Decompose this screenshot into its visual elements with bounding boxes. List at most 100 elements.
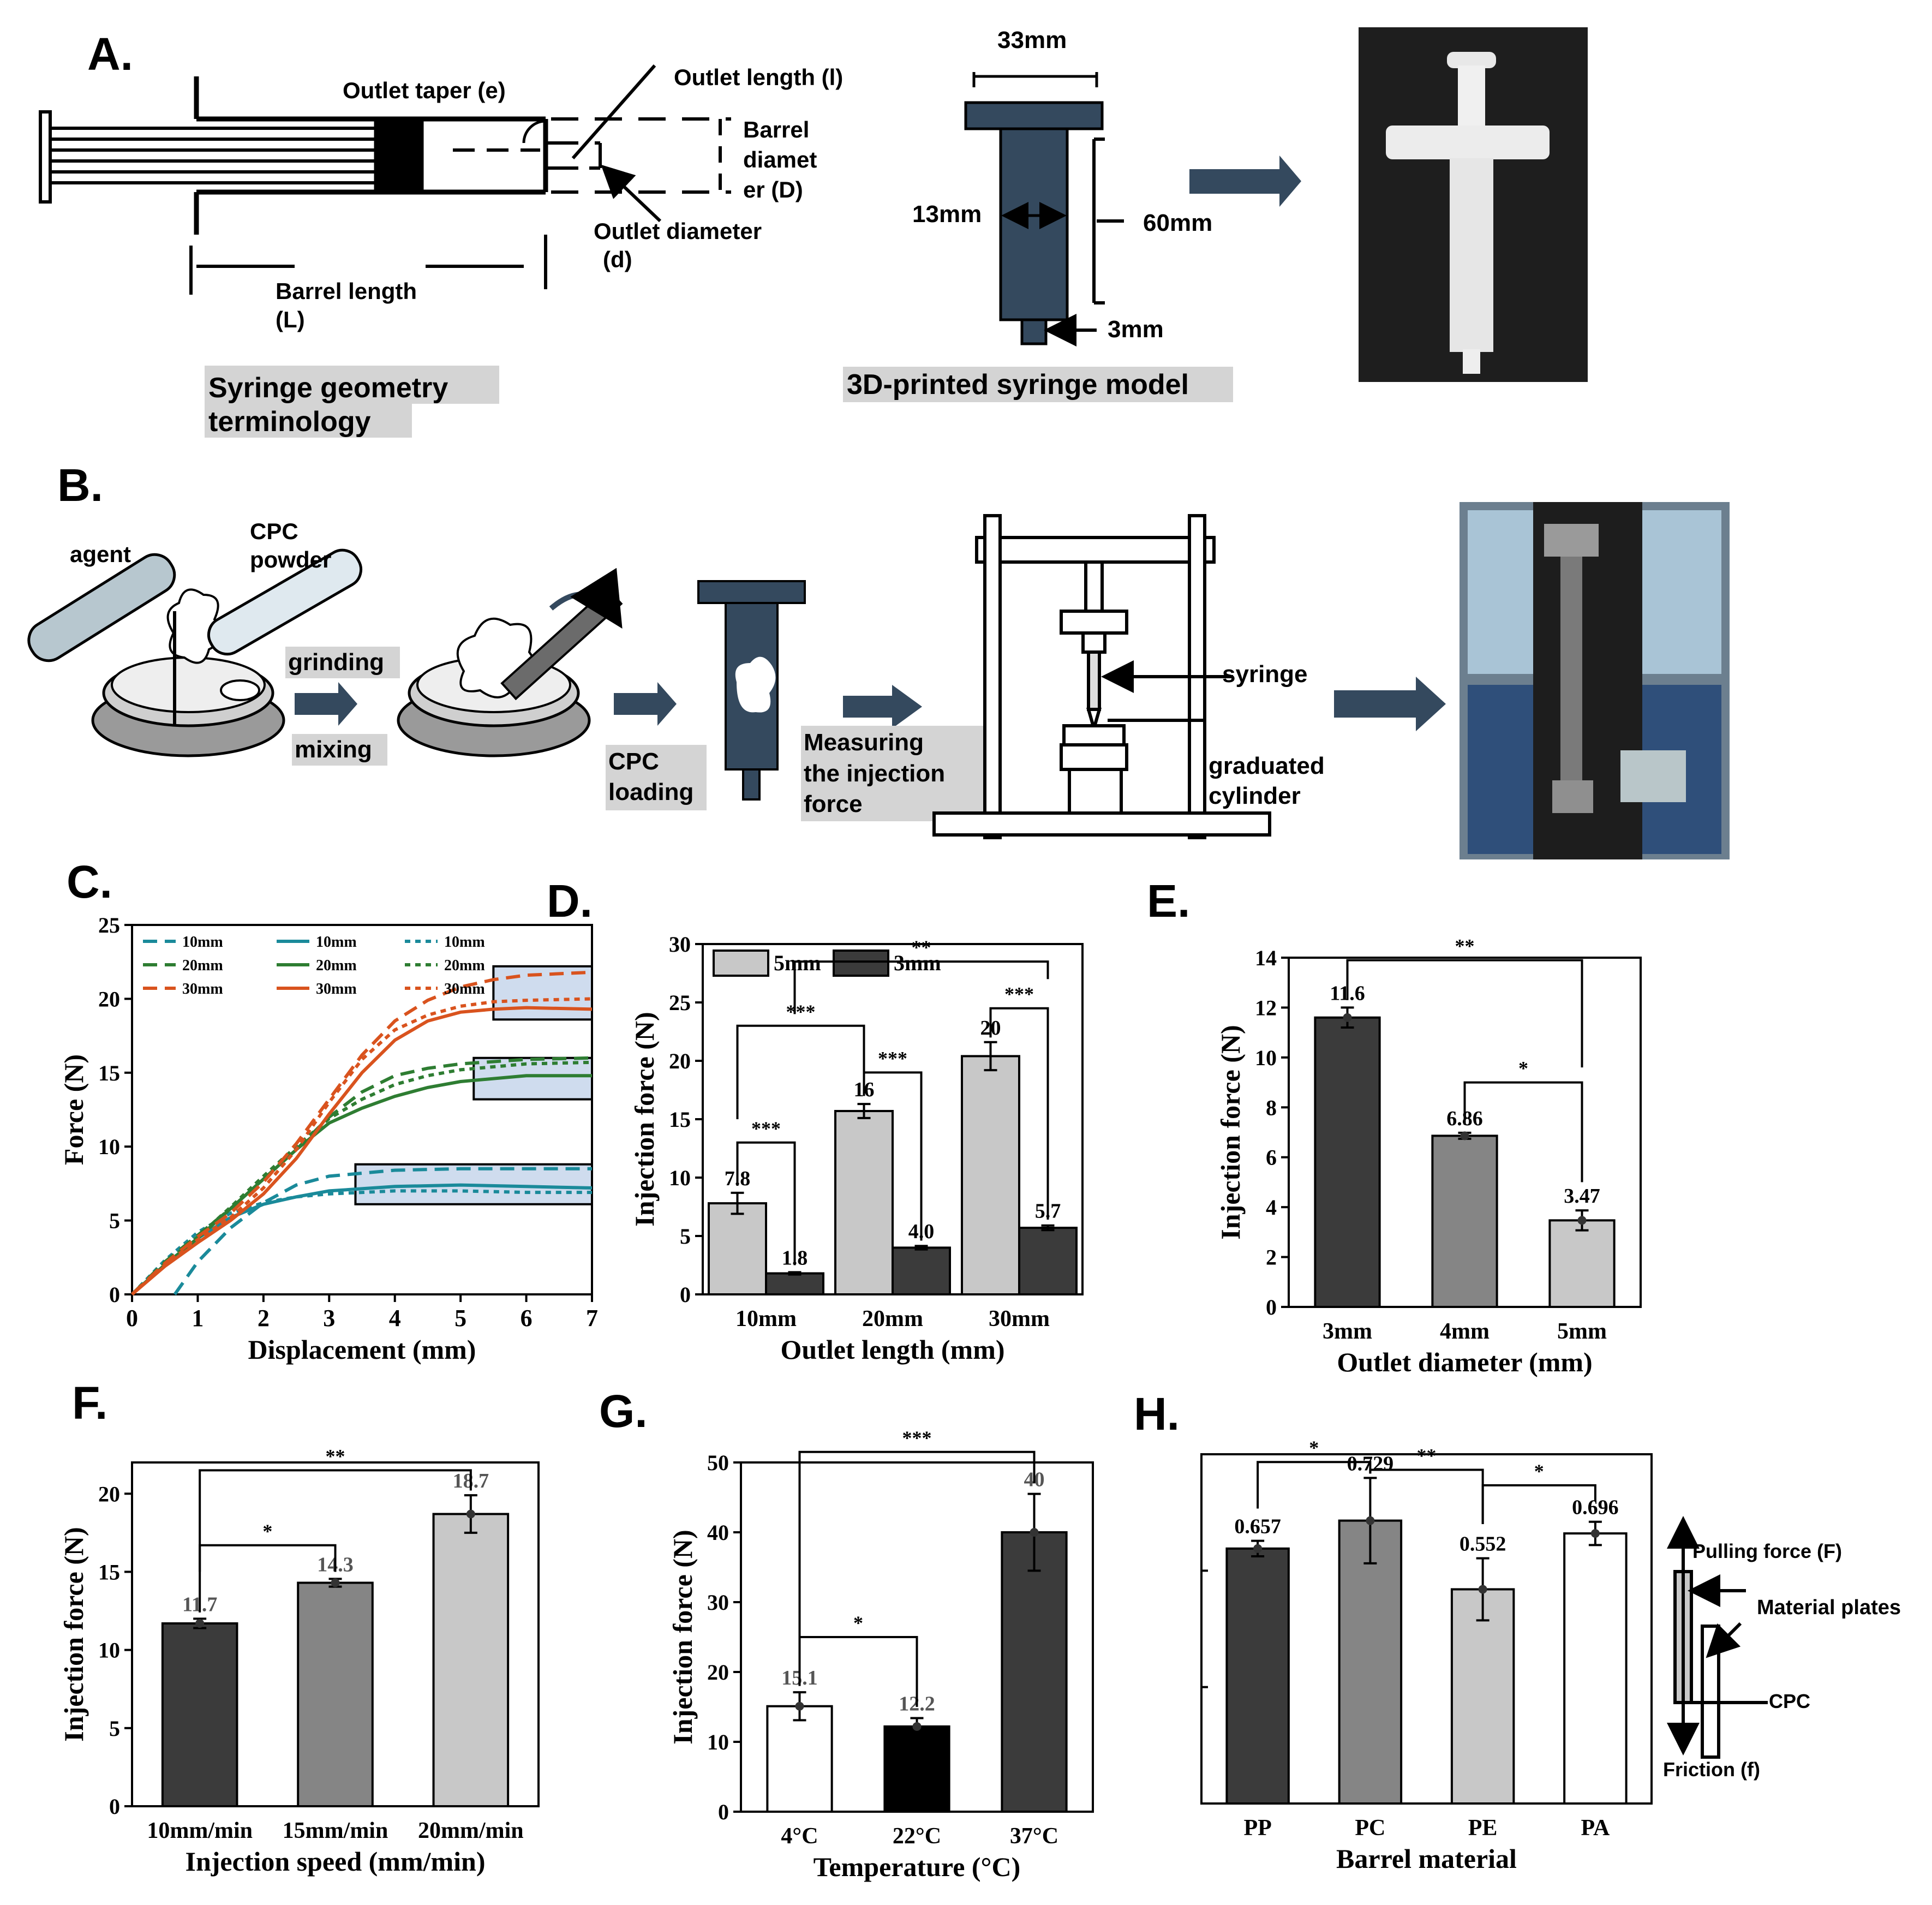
x-tick-label: 6: [521, 1305, 533, 1331]
legend-label: 20mm: [444, 957, 485, 974]
syringe-3d-model: [964, 72, 1124, 347]
bar: [297, 1581, 374, 1807]
bar-5mm: [834, 1110, 894, 1296]
significance-label: *: [853, 1612, 863, 1634]
x-tick-label: PP: [1243, 1816, 1271, 1841]
y-tick-label: 10: [707, 1730, 729, 1754]
material-plates-label: Material plates: [1757, 1596, 1901, 1619]
data-label: 0.657: [1234, 1515, 1281, 1538]
caption-highlight: [205, 366, 499, 404]
x-tick-label: PE: [1468, 1816, 1498, 1841]
machine-photo: [1460, 502, 1730, 859]
significance-bracket: [736, 1141, 796, 1265]
bar: [1001, 1531, 1068, 1813]
bar: [1563, 1532, 1628, 1805]
dim-13mm: 13mm: [912, 201, 982, 228]
x-tick-label: 30mm: [989, 1306, 1050, 1331]
caption-highlight: [292, 734, 387, 766]
y-axis-label: Force (N): [58, 1054, 89, 1165]
y-tick-label: 12: [1255, 995, 1277, 1020]
panel-a-letter: A.: [87, 28, 133, 80]
mixing-dish-2: [397, 568, 623, 757]
bar-5mm: [961, 1055, 1020, 1295]
legend-label: 30mm: [182, 981, 223, 998]
y-axis-label: Injection force (N): [667, 1530, 698, 1744]
x-tick-label: PA: [1581, 1816, 1610, 1841]
significance-label: **: [912, 936, 931, 958]
x-tick-label: 2: [258, 1305, 270, 1331]
bar: [432, 1513, 510, 1807]
cpc-loading-label-1: CPC: [608, 748, 659, 775]
series-line-30mm: [130, 970, 593, 1296]
mean-point: [795, 1701, 804, 1711]
significance-label: ***: [786, 1001, 816, 1023]
y-tick-label: 4: [1266, 1195, 1277, 1220]
mean-point: [1366, 1516, 1375, 1525]
dim-3mm: 3mm: [1108, 316, 1164, 343]
caption-highlight: [606, 745, 707, 810]
panel-letter: G.: [599, 1386, 648, 1437]
mean-point: [1253, 1544, 1263, 1553]
caption-highlight: [801, 726, 986, 821]
y-tick-label: 25: [669, 990, 691, 1015]
significance-bracket: [736, 1024, 865, 1119]
barrel-length-label-1: Barrel length: [276, 278, 417, 304]
x-tick-label: 4: [389, 1305, 401, 1331]
outlet-length-label: Outlet length (l): [674, 64, 843, 90]
series-line-30mm: [131, 1006, 593, 1296]
panel-b-letter: B.: [57, 459, 103, 511]
panel-letter: C.: [67, 856, 112, 907]
x-axis-label: Injection speed (mm/min): [186, 1846, 486, 1877]
y-tick-label: 5: [109, 1209, 120, 1233]
chart-h: H.Barrel material0.657PP0.729PC0.552PE0.…: [1134, 1388, 1653, 1874]
bar: [766, 1705, 833, 1813]
y-tick-label: 15: [98, 1560, 120, 1584]
significance-label: **: [1455, 935, 1475, 957]
y-tick-label: 0: [1266, 1295, 1277, 1319]
y-tick-label: 10: [98, 1134, 120, 1159]
cpc-powder-label-1: CPC: [250, 518, 298, 544]
significance-label: **: [326, 1445, 345, 1467]
y-tick-label: 0: [109, 1282, 120, 1307]
y-tick-label: 5: [680, 1224, 691, 1249]
legend-label: 10mm: [316, 934, 357, 951]
significance-bracket: [793, 960, 1049, 1014]
caption-highlight: [843, 367, 1233, 402]
x-axis-label: Displacement (mm): [248, 1334, 476, 1365]
y-tick-label: 20: [98, 1482, 120, 1506]
significance-bracket: [798, 1450, 1036, 1672]
dim-33mm: 33mm: [997, 27, 1067, 53]
y-tick-label: 5: [109, 1716, 120, 1741]
series-line-10mm: [173, 1167, 592, 1295]
x-tick-label: 5mm: [1557, 1319, 1607, 1344]
x-axis-label: Outlet diameter (mm): [1337, 1347, 1592, 1377]
y-axis-label: Injection force (N): [629, 1012, 660, 1226]
pulling-force-label: Pulling force (F): [1692, 1540, 1842, 1562]
panel-letter: F.: [72, 1377, 107, 1429]
y-axis-label: Injection force (N): [58, 1527, 89, 1741]
outlet-taper-label: Outlet taper (e): [343, 77, 506, 103]
caption-highlight: [205, 404, 412, 438]
x-tick-label: 20mm/min: [418, 1818, 524, 1843]
friction-inset: [1667, 1516, 1768, 1759]
y-tick-label: 20: [707, 1660, 729, 1685]
legend-label: 20mm: [316, 957, 357, 974]
bar: [1431, 1134, 1498, 1308]
y-axis-label: Injection force (N): [1215, 1025, 1246, 1239]
significance-label: ***: [1004, 983, 1034, 1005]
outlet-diameter-label-2: (d): [603, 247, 632, 272]
arrow-right-icon: [295, 682, 357, 726]
bar: [883, 1725, 950, 1813]
y-tick-label: 50: [707, 1450, 729, 1475]
plot-frame: [1200, 1453, 1653, 1805]
bar: [1225, 1547, 1290, 1805]
bar-5mm: [708, 1202, 767, 1296]
x-tick-label: 3: [323, 1305, 335, 1331]
legend-label: 5mm: [774, 951, 821, 975]
panel-letter: H.: [1134, 1388, 1180, 1440]
arrow-right-icon: [843, 685, 922, 728]
barrel-diameter-label-2: diamet: [743, 147, 817, 172]
